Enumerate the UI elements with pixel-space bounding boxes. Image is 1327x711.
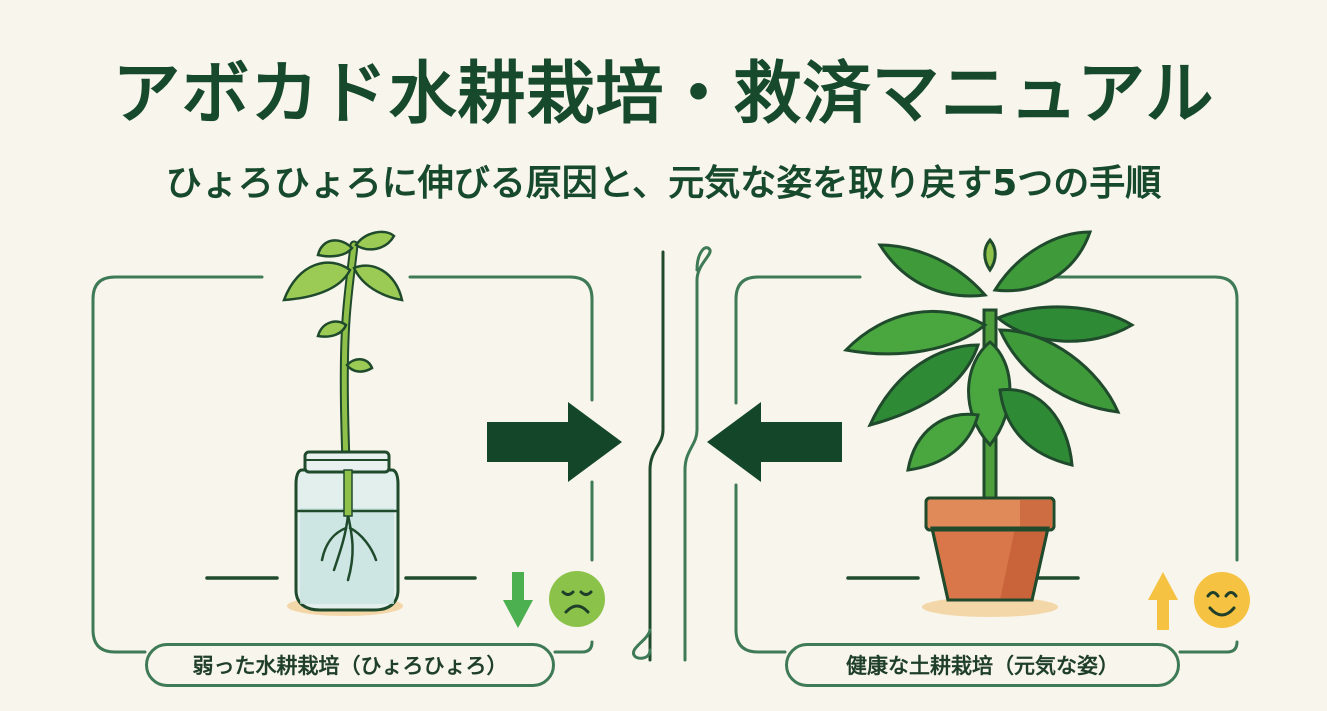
right-panel-label-text: 健康な土耕栽培（元気な姿） bbox=[846, 654, 1119, 678]
left-panel-frame bbox=[91, 275, 594, 654]
left-panel-label-text: 弱った水耕栽培（ひょろひょろ） bbox=[192, 654, 508, 678]
page-title: アボカド水耕栽培・救済マニュアル bbox=[112, 55, 1215, 134]
right-panel-label: 健康な土耕栽培（元気な姿） bbox=[785, 643, 1180, 687]
right-panel-frame bbox=[734, 275, 1239, 654]
increase-arrow-icon bbox=[1148, 572, 1178, 630]
right-pointing-arrow-icon bbox=[487, 402, 622, 482]
center-divider bbox=[631, 246, 712, 662]
potted-plant-illustration bbox=[842, 230, 1135, 617]
sad-face-icon bbox=[549, 571, 605, 627]
left-pointing-arrow-icon bbox=[707, 402, 842, 482]
page-subtitle: ひょろひょろに伸びる原因と、元気な姿を取り戻す5つの手順 bbox=[165, 163, 1162, 204]
sapling-in-jar-illustration bbox=[282, 230, 404, 616]
decrease-arrow-icon bbox=[503, 572, 533, 628]
left-panel-label: 弱った水耕栽培（ひょろひょろ） bbox=[145, 643, 555, 687]
happy-face-icon bbox=[1194, 572, 1250, 628]
